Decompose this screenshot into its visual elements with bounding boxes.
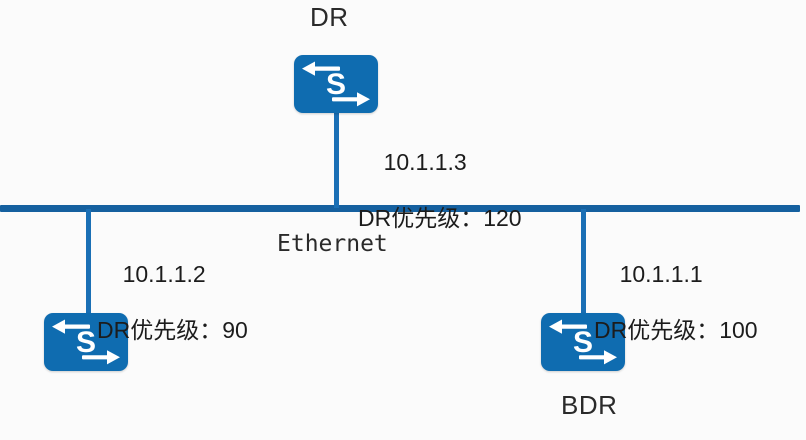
node-priority-right: DR优先级：100 <box>594 317 758 344</box>
switch-node-top[interactable]: S <box>294 55 378 113</box>
link-line-left-switch <box>86 209 91 314</box>
right-arrow-icon <box>82 350 120 365</box>
switch-glyph: S <box>326 68 346 101</box>
switch-glyph: S <box>573 326 593 359</box>
node-role-label-dr: DR <box>310 2 349 32</box>
switch-node-right[interactable]: S <box>541 313 625 371</box>
node-priority-left: DR优先级：90 <box>97 317 248 344</box>
left-arrow-icon <box>549 319 587 334</box>
node-info-left: 10.1.1.2 DR优先级：90 <box>97 232 248 400</box>
node-info-top: 10.1.1.3 DR优先级：120 <box>358 120 522 288</box>
right-arrow-icon <box>579 350 617 365</box>
node-info-right: 10.1.1.1 DR优先级：100 <box>594 232 758 400</box>
node-priority-top: DR优先级：120 <box>358 205 522 232</box>
switch-node-left[interactable]: S <box>44 313 128 371</box>
node-ip-top: 10.1.1.3 <box>383 149 467 176</box>
link-line-right-switch <box>581 209 586 314</box>
ethernet-media-label: Ethernet <box>277 231 388 257</box>
node-role-label-bdr: BDR <box>561 390 618 420</box>
left-arrow-icon <box>52 319 90 334</box>
ethernet-bus-line <box>0 205 800 212</box>
node-ip-left: 10.1.1.2 <box>122 261 206 288</box>
switch-glyph: S <box>76 326 96 359</box>
left-arrow-icon <box>302 61 340 76</box>
right-arrow-icon <box>332 92 370 107</box>
node-ip-right: 10.1.1.1 <box>619 261 703 288</box>
link-line-top-switch <box>334 104 339 208</box>
